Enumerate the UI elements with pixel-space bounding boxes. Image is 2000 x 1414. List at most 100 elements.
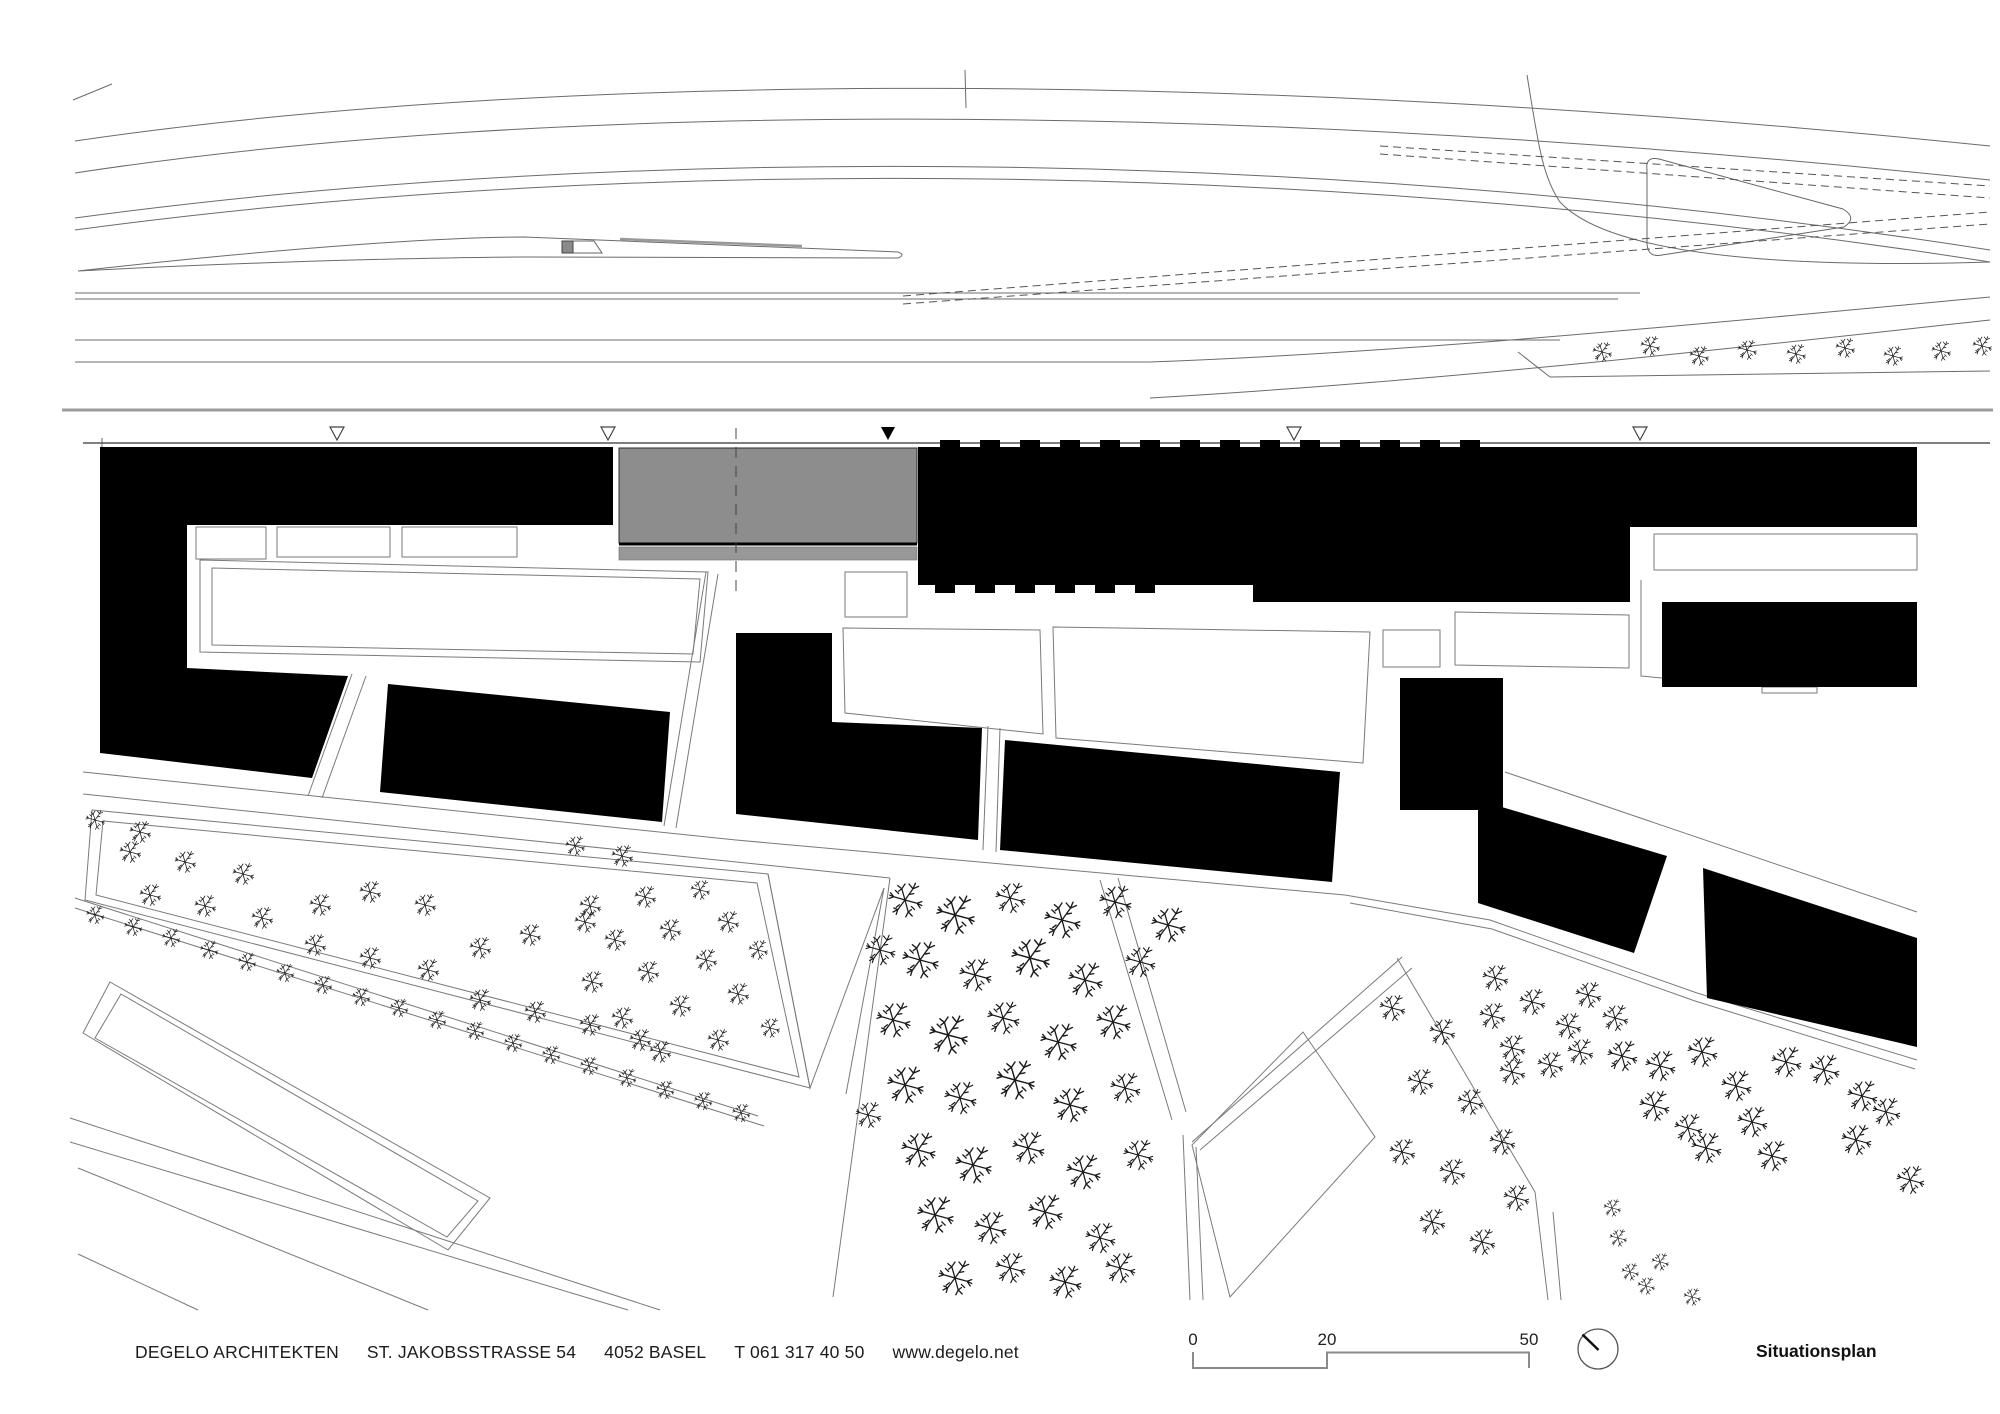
balcony-tick	[1060, 440, 1080, 448]
tree-icon	[611, 1007, 633, 1029]
balcony-tick	[1340, 440, 1360, 448]
tree-icon	[1575, 981, 1602, 1009]
scale-bar: 0 20 50	[1188, 1330, 1538, 1369]
tree-icon	[1809, 1054, 1840, 1086]
park-path-line	[74, 907, 765, 1127]
plot-outline	[1191, 1031, 1376, 1299]
tree-icon	[1499, 1058, 1526, 1086]
tree-icon	[162, 928, 181, 948]
tree-icon	[887, 1066, 924, 1104]
buildings-group	[100, 440, 1917, 1047]
tree-icon	[1737, 1106, 1768, 1138]
plot-outline	[401, 526, 518, 558]
scale-label-0: 0	[1188, 1330, 1197, 1349]
park-path-line	[1504, 771, 1918, 913]
building-footprint	[1478, 800, 1667, 953]
tree-icon	[574, 911, 596, 933]
road-shape	[619, 237, 803, 248]
road-line	[74, 118, 1991, 181]
tree-icon	[1123, 1139, 1154, 1171]
park-path-line	[1191, 956, 1403, 1143]
tree-icon	[139, 884, 161, 906]
park-path-line	[1199, 967, 1413, 1151]
park-path-line	[1182, 1134, 1191, 1301]
tree-icon	[1519, 988, 1546, 1016]
tree-icon	[85, 810, 105, 830]
plot-outline	[95, 820, 800, 1078]
rail-dashed-line	[902, 211, 1991, 297]
tree-icon	[466, 1021, 485, 1041]
balcony-tick	[935, 585, 955, 593]
plot-outline	[1761, 686, 1818, 694]
road-line	[1517, 351, 1551, 378]
park-path-line	[663, 571, 707, 827]
plots-group	[82, 526, 1918, 1299]
architect-city: 4052 BASEL	[604, 1342, 707, 1362]
tree-icon	[1044, 901, 1081, 939]
balcony-tick	[1300, 440, 1320, 448]
open-triangle-marker	[328, 426, 346, 442]
tree-icon	[649, 1041, 671, 1063]
architect-name: DEGELO ARCHITEKTEN	[135, 1342, 339, 1362]
tree-icon	[604, 929, 626, 951]
tree-icon	[469, 937, 491, 959]
park-path-line	[995, 727, 1001, 853]
tree-icon	[996, 1060, 1035, 1100]
road-line	[72, 83, 113, 101]
road-shape	[561, 240, 574, 254]
plot-outline	[82, 981, 491, 1251]
markers-group	[328, 426, 1649, 442]
tree-icon	[1603, 1199, 1621, 1217]
architect-street: ST. JAKOBSSTRASSE 54	[366, 1342, 577, 1362]
tree-icon	[1066, 1154, 1101, 1190]
tree-icon	[581, 971, 603, 993]
tree-icon	[987, 1001, 1020, 1035]
tree-icon	[695, 949, 717, 971]
tree-icon	[174, 851, 196, 873]
park-path-line	[982, 725, 989, 851]
balcony-tick	[980, 440, 1000, 448]
tree-icon	[659, 919, 681, 941]
tree-icon	[1687, 1036, 1718, 1068]
balcony-tick	[1020, 440, 1040, 448]
tree-icon	[959, 958, 992, 992]
tree-icon	[519, 924, 541, 946]
road-shape	[1646, 158, 1852, 256]
tree-icon	[1537, 1051, 1564, 1079]
tree-icon	[1379, 994, 1406, 1022]
tree-icon	[1457, 1088, 1484, 1116]
tree-icon	[1786, 344, 1806, 364]
road-line	[1149, 296, 1991, 363]
tree-icon	[1096, 1004, 1131, 1040]
tree-icon	[1503, 1184, 1530, 1212]
tree-icon	[717, 911, 739, 933]
north-arrow-icon	[1577, 1328, 1619, 1370]
tree-icon	[1499, 1034, 1526, 1062]
park-path-line	[307, 673, 353, 797]
tree-icon	[629, 1029, 651, 1051]
road-line	[964, 69, 967, 109]
tree-icon	[359, 947, 381, 969]
scale-bar-line	[1192, 1351, 1530, 1369]
tree-icon	[238, 952, 257, 972]
tree-icon	[309, 894, 331, 916]
building-footprint	[918, 447, 1917, 602]
tree-icon	[1151, 907, 1186, 943]
balcony-tick	[1140, 440, 1160, 448]
tree-icon	[1847, 1080, 1878, 1112]
tree-icon	[634, 886, 656, 908]
tree-icon	[760, 1018, 780, 1038]
tree-icon	[855, 1101, 882, 1129]
tree-icon	[232, 863, 254, 885]
park-path-line	[767, 873, 885, 1090]
park-path-line	[1099, 879, 1173, 1121]
tree-icon	[1872, 1097, 1901, 1127]
filled-triangle-marker	[881, 427, 895, 440]
plot-outline	[211, 567, 701, 655]
building-footprint	[1000, 740, 1340, 882]
open-triangle-marker	[1285, 426, 1303, 442]
tree-icon	[1040, 1023, 1077, 1061]
railway-group	[62, 145, 1993, 444]
park-path-line	[675, 573, 719, 829]
